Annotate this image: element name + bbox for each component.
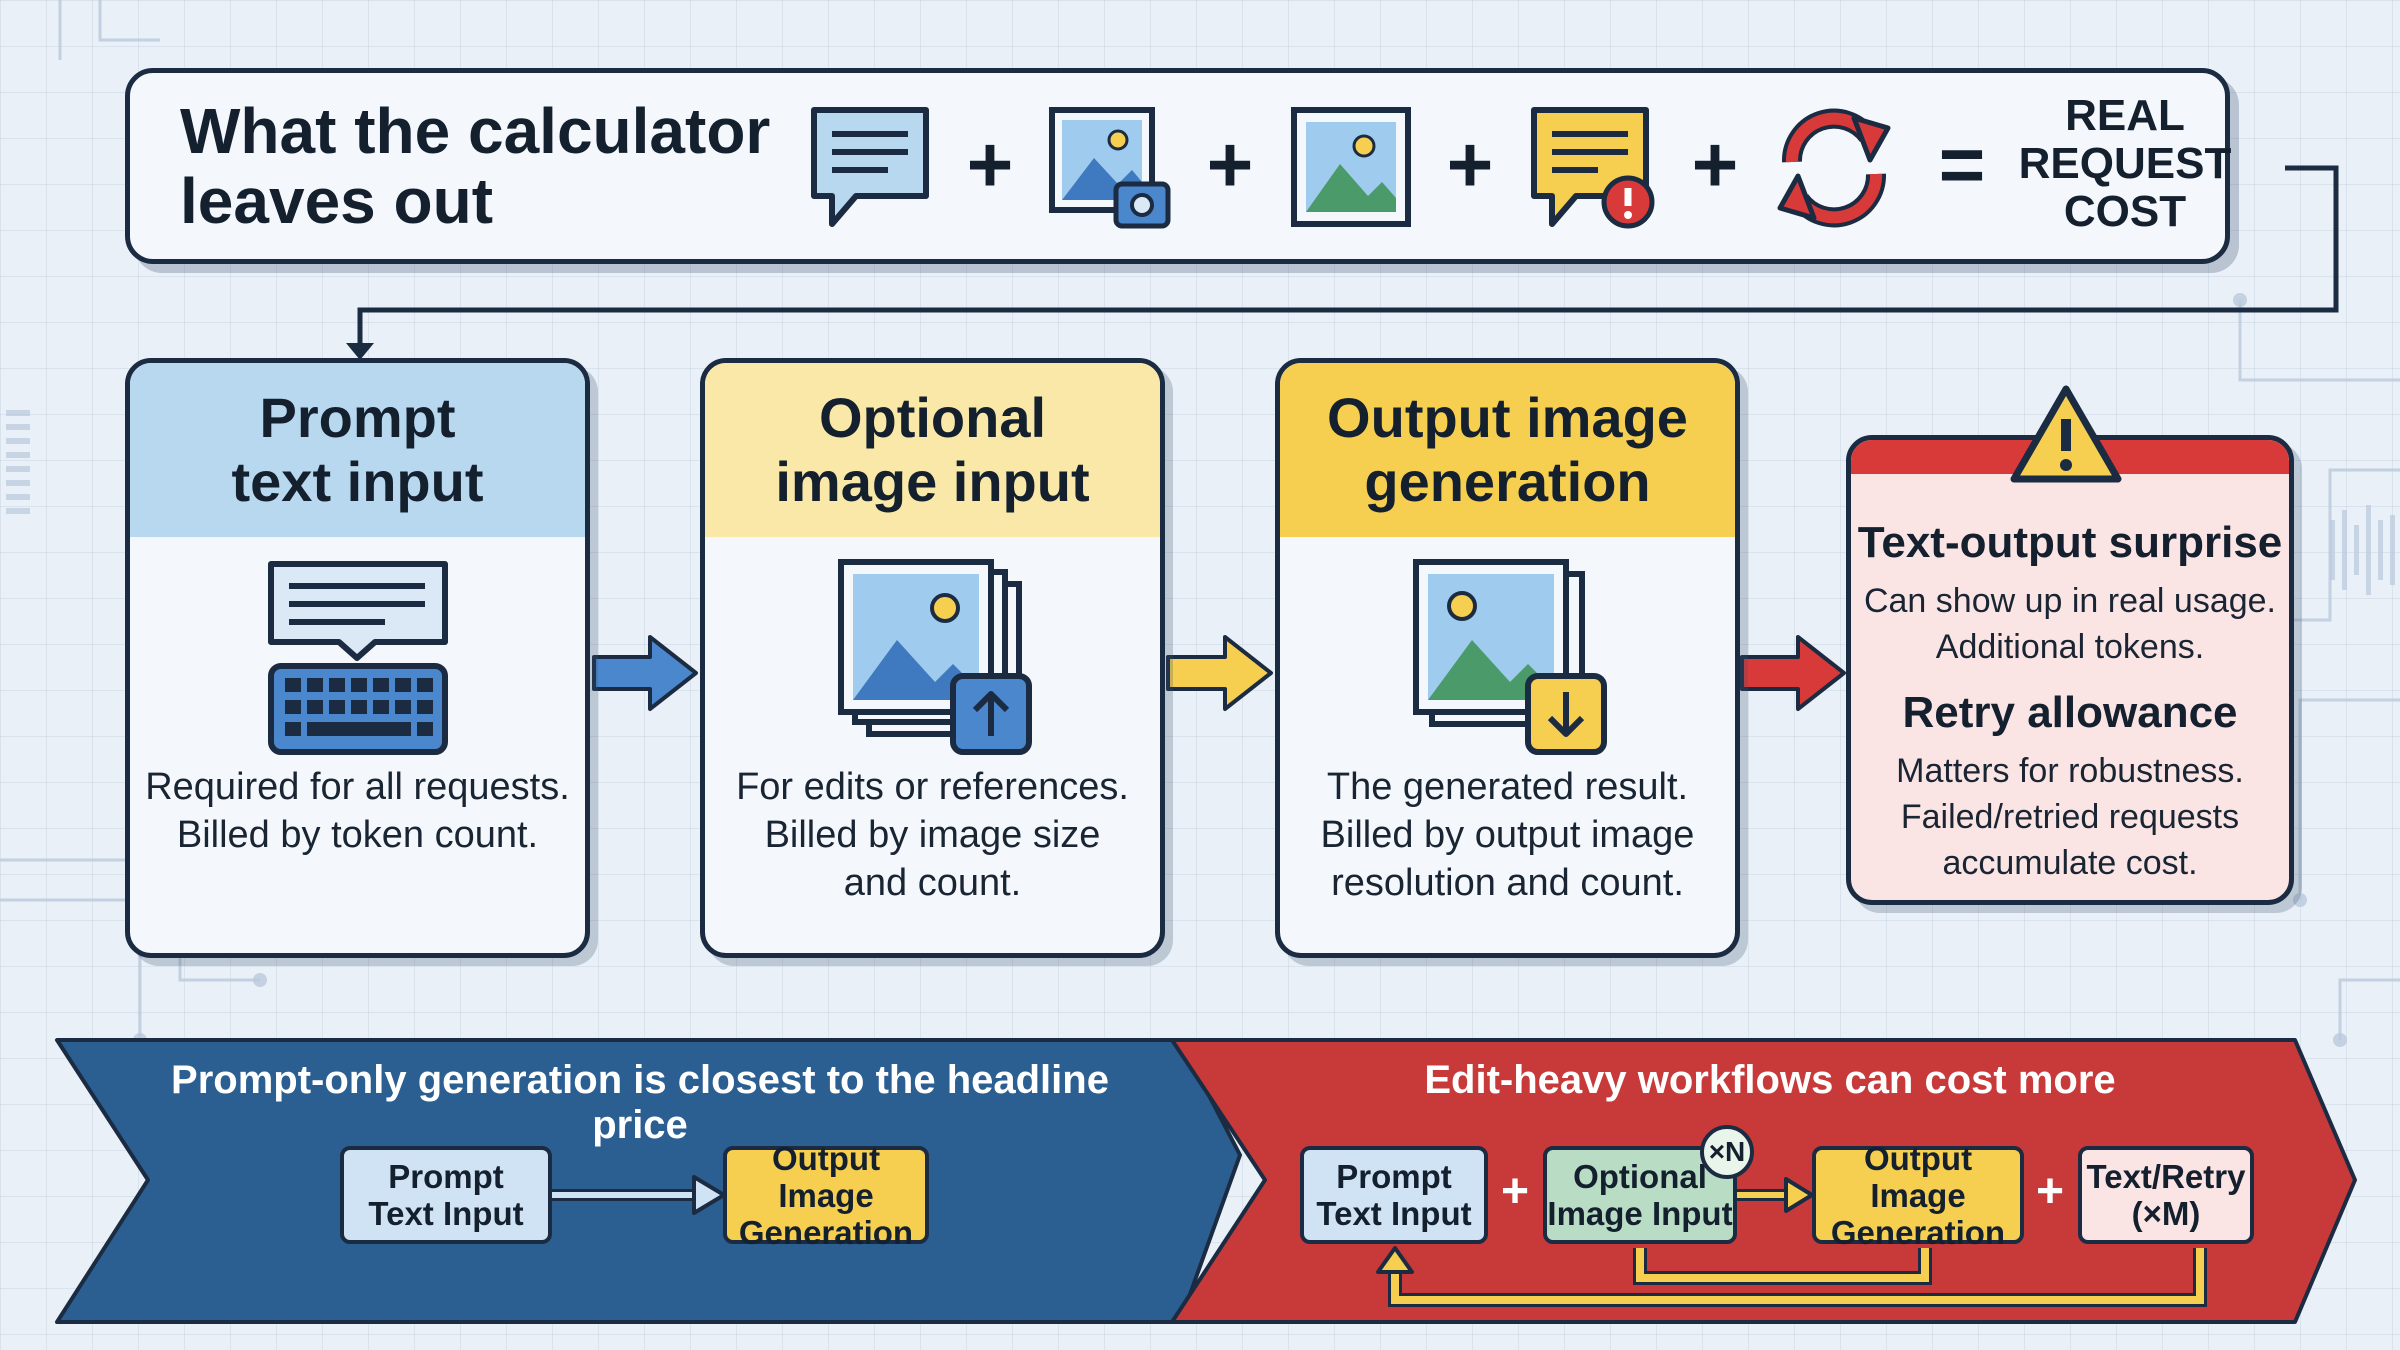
card-title: Optional image input <box>705 363 1160 537</box>
banner-right-output-box: Output Image Generation <box>1812 1140 2024 1251</box>
banner-right-prompt-box: Prompt Text Input <box>1300 1146 1488 1244</box>
header-title: What the calculator leaves out <box>180 95 771 237</box>
real-request-cost-label: REAL REQUEST COST <box>2018 91 2232 236</box>
retry-arrows-icon <box>1777 108 1891 228</box>
plus-sign: + <box>1691 120 1739 209</box>
plus-sign: + <box>1446 120 1494 209</box>
warning-text-output-desc: Can show up in real usage. Additional to… <box>1863 582 2277 666</box>
card-title: Output image generation <box>1280 363 1735 537</box>
image-with-camera-icon <box>1049 107 1171 229</box>
warning-heading-retry: Retry allowance <box>1902 688 2238 737</box>
card-description: Required for all requests. Billed by tok… <box>145 766 570 856</box>
plus-sign: + <box>2035 1165 2065 1218</box>
image-upload-icon <box>838 559 1032 755</box>
banner-right-optional-box: Optional Image Input <box>1543 1146 1737 1244</box>
equals-sign: = <box>1938 120 1986 209</box>
card-description: The generated result. Billed by output i… <box>1320 766 1695 904</box>
text-bubble-icon <box>811 107 929 227</box>
header-panel <box>125 68 2230 264</box>
plus-sign: + <box>966 120 1014 209</box>
multiplier-badge: ×N <box>1700 1125 1754 1179</box>
plus-sign: + <box>1500 1165 1530 1218</box>
card-optional-image-input: Optional image input For edits or refere… <box>700 358 1165 958</box>
banner-right-retry-box: Text/Retry (×M) <box>2078 1146 2254 1244</box>
card-title: Prompt text input <box>130 363 585 537</box>
banner-left-output-box: Output Image Generation <box>723 1140 929 1251</box>
warning-retry-desc: Matters for robustness. Failed/retried r… <box>1896 752 2244 882</box>
plus-sign: + <box>1206 120 1254 209</box>
warning-triangle-icon <box>2010 385 2122 483</box>
card-prompt-text-input: Prompt text input Required for all reque… <box>125 358 590 958</box>
banner-left-title: Prompt-only generation is closest to the… <box>171 1058 1109 1147</box>
image-download-icon <box>1413 559 1607 755</box>
warning-bubble-icon <box>1531 107 1655 229</box>
card-description: For edits or references. Billed by image… <box>736 766 1129 904</box>
banner-left-prompt-box: Prompt Text Input <box>340 1146 552 1244</box>
keyboard-with-text-icon <box>268 561 448 755</box>
card-hidden-costs: Text-output surprise Can show up in real… <box>1846 435 2294 905</box>
warning-heading-text-output: Text-output surprise <box>1857 518 2283 567</box>
image-icon <box>1291 107 1411 227</box>
card-output-image-generation: Output image generation The generated re… <box>1275 358 1740 958</box>
banner-right-title: Edit-heavy workflows can cost more <box>1424 1058 2116 1102</box>
